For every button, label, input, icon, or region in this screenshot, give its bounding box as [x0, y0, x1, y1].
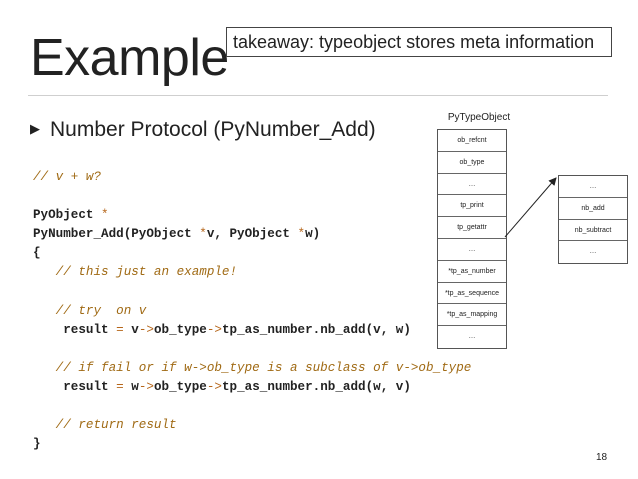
- typeobject-field: *tp_as_sequence: [438, 283, 506, 305]
- typeobject-field: …: [438, 239, 506, 261]
- code-block: // v + w?PyObject *PyNumber_Add(PyObject…: [33, 168, 471, 454]
- code-token: ->: [206, 322, 222, 337]
- code-line: // return result: [33, 416, 471, 435]
- code-token: // if fail or if w->ob_type is a subclas…: [33, 360, 472, 375]
- code-token: w: [123, 380, 139, 395]
- code-token: ->: [138, 380, 154, 395]
- code-line: result = v->ob_type->tp_as_number.nb_add…: [33, 321, 471, 340]
- code-token: *: [199, 227, 207, 242]
- code-line: [33, 283, 471, 302]
- bullet-text: Number Protocol (PyNumber_Add): [50, 118, 376, 141]
- code-token: // return result: [33, 418, 177, 433]
- code-token: *: [297, 227, 306, 242]
- typeobject-field: tp_print: [438, 195, 506, 218]
- takeaway-box: takeaway: typeobject stores meta informa…: [226, 27, 612, 57]
- code-token: PyNumber_Add(PyObject: [33, 227, 200, 242]
- typeobject-label: PyTypeObject: [447, 112, 511, 123]
- code-token: {: [33, 246, 41, 261]
- pointer-line: [504, 177, 557, 238]
- typeobject-field: …: [468, 333, 476, 341]
- code-token: *: [101, 208, 109, 223]
- code-token: result: [33, 380, 117, 395]
- code-line: // this just an example!: [33, 263, 471, 282]
- code-line: PyNumber_Add(PyObject *v, PyObject *w): [33, 225, 471, 244]
- number-method-field: …: [589, 248, 597, 256]
- slide-title: Example: [30, 29, 229, 87]
- code-line: }: [33, 435, 471, 454]
- typeobject-field: *tp_as_number: [438, 261, 506, 283]
- code-line: // v + w?: [33, 168, 471, 187]
- typeobject-field: …: [438, 174, 506, 196]
- code-token: ->: [206, 380, 222, 395]
- code-token: // this just an example!: [33, 265, 238, 280]
- bullet-item: ▶ Number Protocol (PyNumber_Add): [30, 118, 376, 142]
- code-line: PyObject *: [33, 206, 471, 225]
- code-token: PyObject: [33, 208, 102, 223]
- code-line: // if fail or if w->ob_type is a subclas…: [33, 359, 472, 378]
- number-method-field: …: [559, 176, 627, 198]
- page-number: 18: [596, 452, 608, 463]
- typeobject-field: ob_refcnt: [438, 130, 506, 152]
- typeobject-field: ob_type: [438, 152, 506, 174]
- code-token: v, PyObject: [206, 227, 298, 242]
- code-token: v: [123, 322, 139, 337]
- code-token: result: [33, 322, 117, 337]
- code-line: {: [33, 244, 471, 263]
- code-token: ob_type: [153, 380, 207, 395]
- code-token: tp_as_number.nb_add(w, v): [221, 380, 411, 395]
- title-divider: [28, 95, 608, 96]
- code-token: }: [33, 437, 41, 452]
- number-method-field: nb_subtract: [559, 220, 627, 242]
- code-line: result = w->ob_type->tp_as_number.nb_add…: [33, 378, 471, 397]
- number-method-field: nb_add: [559, 198, 627, 220]
- code-line: // try on v: [33, 302, 471, 321]
- code-token: w): [305, 227, 321, 242]
- code-token: tp_as_number.nb_add(v, w): [221, 322, 411, 337]
- code-token: ->: [138, 322, 154, 337]
- code-token: =: [116, 380, 124, 395]
- code-token: =: [116, 322, 124, 337]
- code-line: [33, 397, 471, 416]
- code-token: // v + w?: [33, 170, 102, 184]
- code-token: // try on v: [33, 303, 147, 318]
- typeobject-field: tp_getattr: [438, 217, 506, 239]
- code-line: [33, 340, 471, 359]
- typeobject-field: *tp_as_mapping: [438, 304, 506, 327]
- code-line: [33, 187, 471, 206]
- code-token: ob_type: [153, 322, 207, 337]
- triangle-bullet-icon: ▶: [30, 121, 40, 136]
